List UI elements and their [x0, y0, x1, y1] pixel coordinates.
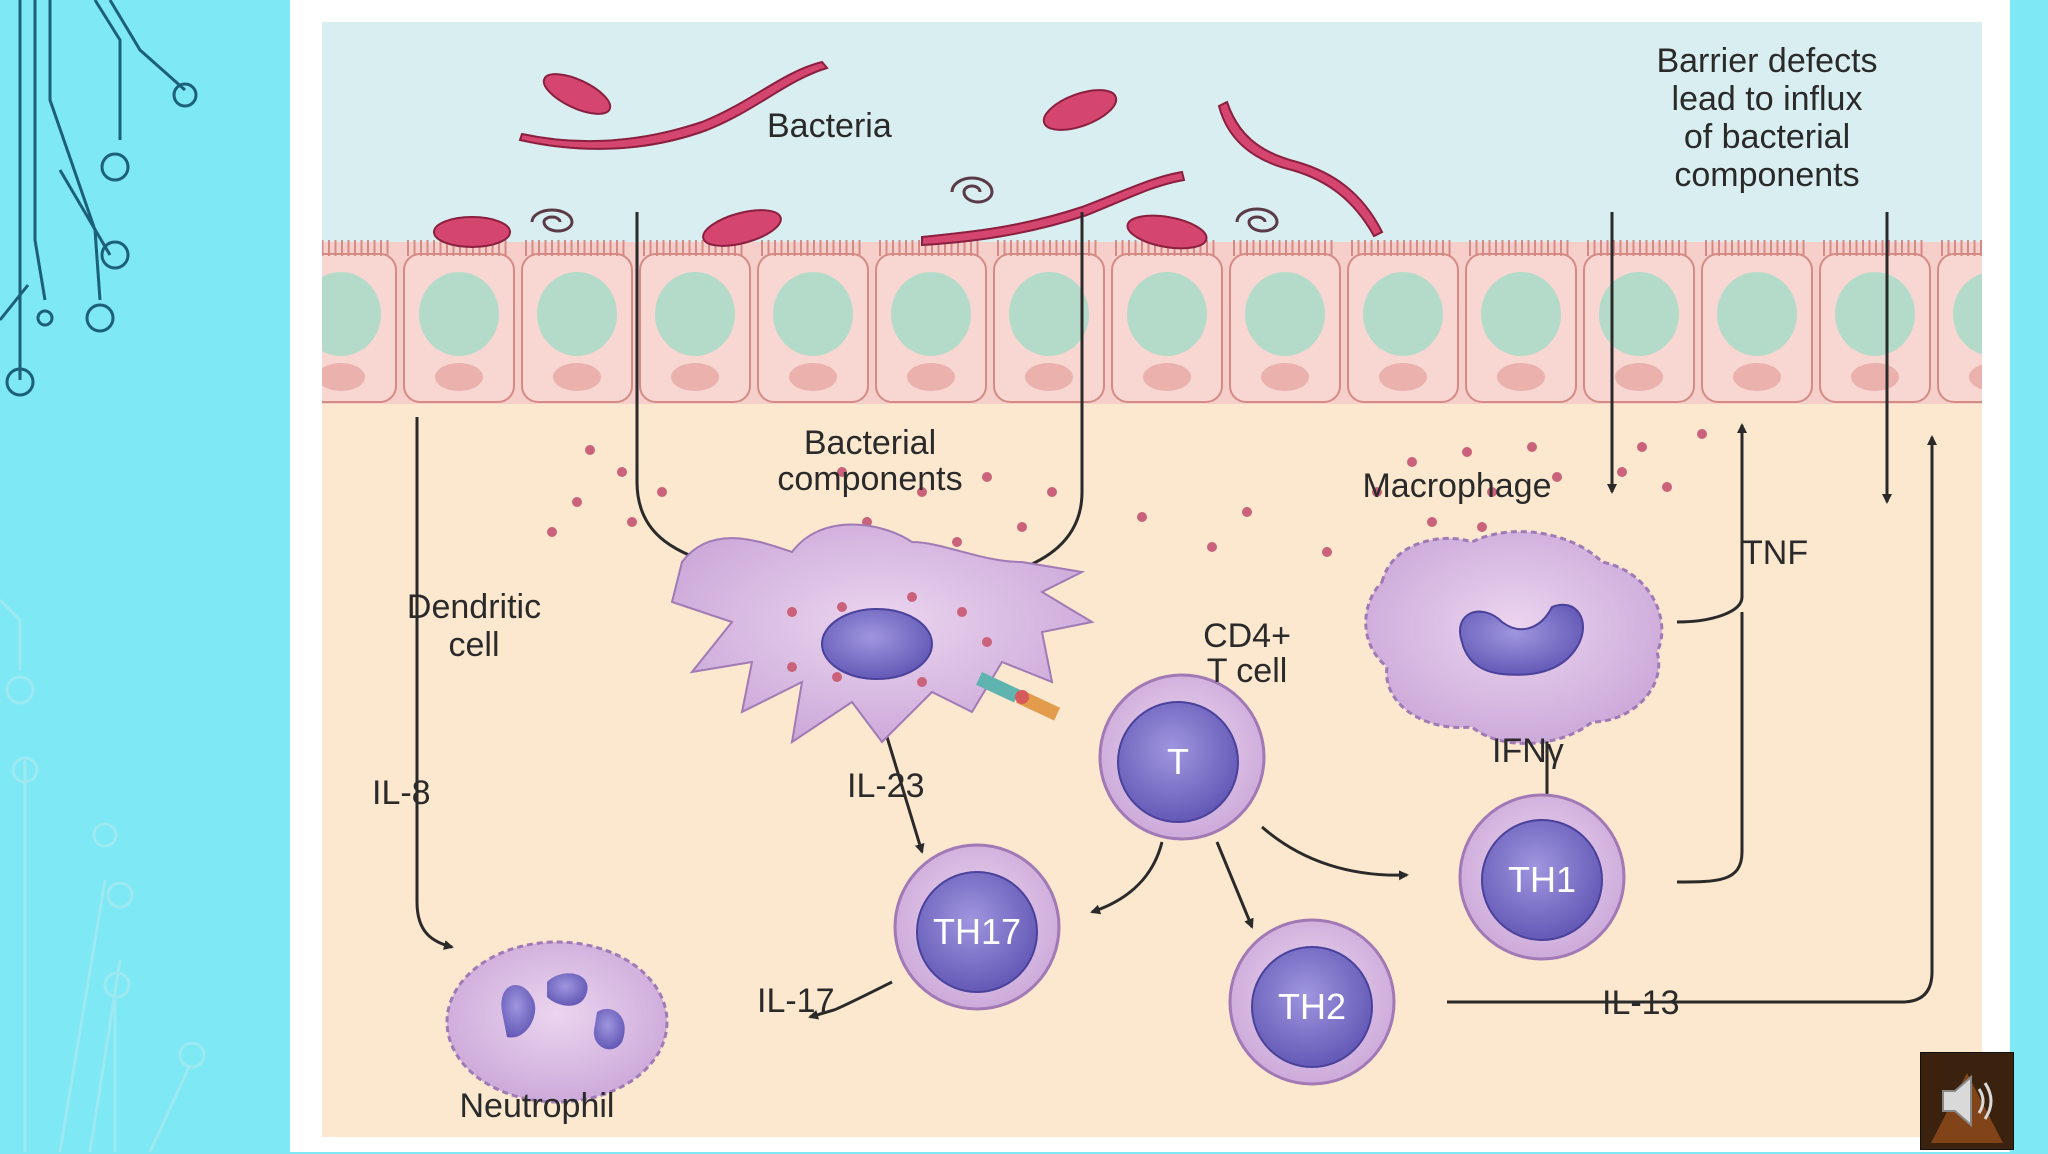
mucin-vacuole — [419, 272, 499, 356]
th1-cell — [1458, 793, 1626, 961]
circuit-decoration — [0, 0, 206, 1152]
mucin-vacuole — [891, 272, 971, 356]
label-th2: TH2 — [1278, 986, 1346, 1027]
label-th17: TH17 — [933, 911, 1021, 952]
macrophage-cell — [1364, 530, 1664, 745]
epithelium — [322, 240, 1982, 404]
mucin-vacuole — [655, 272, 735, 356]
label-il17: IL-17 — [757, 982, 835, 1020]
mucin-vacuole — [1953, 273, 1982, 355]
label-barrier-line4: components — [1674, 156, 1859, 194]
epithelial-nucleus — [1379, 363, 1427, 391]
epithelial-nucleus — [1261, 363, 1309, 391]
epithelial-nucleus — [1025, 363, 1073, 391]
epithelial-nucleus — [789, 363, 837, 391]
label-barrier-line3: of bacterial — [1684, 118, 1850, 156]
mucin-vacuole — [1363, 272, 1443, 356]
bacteria-group — [433, 60, 1384, 250]
label-neutrophil: Neutrophil — [460, 1087, 615, 1125]
neutrophil-cell — [445, 940, 669, 1104]
label-tnf: TNF — [1742, 534, 1808, 572]
mucin-vacuole — [537, 272, 617, 356]
epithelial-nucleus — [1615, 363, 1663, 391]
label-il23: IL-23 — [847, 767, 925, 805]
mucin-vacuole — [322, 272, 381, 356]
epithelial-nucleus — [907, 363, 955, 391]
label-bacterial-components-line2: components — [777, 460, 962, 498]
epithelial-nucleus — [1969, 364, 1982, 390]
th2-cell — [1228, 918, 1396, 1086]
cd4-t-cell — [1098, 673, 1266, 841]
mucin-vacuole — [1127, 272, 1207, 356]
label-cd4-line1: CD4+ — [1203, 617, 1291, 655]
label-th1: TH1 — [1508, 859, 1576, 900]
label-t: T — [1167, 741, 1189, 782]
label-ifng: IFNγ — [1492, 732, 1564, 770]
speaker-icon — [1921, 1053, 2013, 1149]
label-bacterial-components-line1: Bacterial — [804, 424, 936, 462]
epithelial-nucleus — [1733, 363, 1781, 391]
epithelial-nucleus — [1497, 363, 1545, 391]
dendritic-cell — [670, 523, 1095, 745]
label-il13: IL-13 — [1602, 984, 1680, 1022]
label-bacteria: Bacteria — [767, 107, 892, 145]
mucin-vacuole — [1009, 272, 1089, 356]
mucin-vacuole — [1481, 272, 1561, 356]
mucin-vacuole — [1245, 272, 1325, 356]
audio-button[interactable] — [1920, 1052, 2014, 1150]
label-il8: IL-8 — [372, 774, 431, 812]
epithelial-nucleus — [1143, 363, 1191, 391]
crohns-pathogenesis-diagram: Bacteria Barrier defects lead to influx … — [322, 22, 1982, 1137]
mucin-vacuole — [1599, 272, 1679, 356]
label-macrophage: Macrophage — [1362, 467, 1551, 505]
epithelial-nucleus — [553, 363, 601, 391]
lumen — [322, 22, 1982, 242]
label-barrier-line1: Barrier defects — [1656, 42, 1877, 80]
label-barrier-line2: lead to influx — [1672, 80, 1863, 118]
epithelial-nucleus — [1851, 363, 1899, 391]
mucin-vacuole — [773, 272, 853, 356]
epithelial-nucleus — [671, 363, 719, 391]
mucin-vacuole — [1835, 272, 1915, 356]
label-dendritic-line1: Dendritic — [407, 588, 541, 626]
label-dendritic-line2: cell — [448, 626, 499, 664]
mucin-vacuole — [1717, 272, 1797, 356]
spiral-bacteria — [530, 176, 1279, 233]
epithelial-nucleus — [322, 363, 365, 391]
bacterial-component-particles — [547, 429, 1707, 557]
label-cd4-line2: T cell — [1207, 652, 1288, 690]
epithelial-nucleus — [435, 363, 483, 391]
th17-cell — [893, 843, 1061, 1011]
